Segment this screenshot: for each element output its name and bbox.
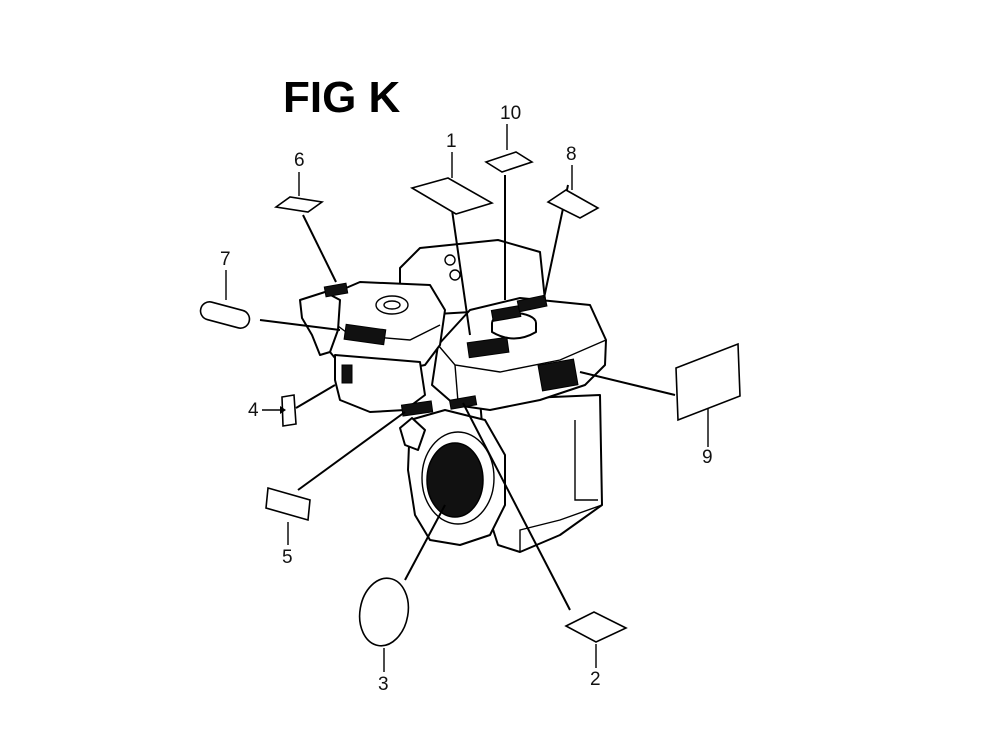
engine-decal-6 [323, 282, 349, 298]
callout-8: 8 [566, 144, 577, 165]
decal-shape-10 [484, 151, 534, 173]
decal-shape-8 [546, 189, 600, 219]
callout-2: 2 [590, 669, 601, 690]
callout-3: 3 [378, 674, 389, 695]
callout-10: 10 [500, 103, 521, 124]
engine-decal-1 [466, 336, 510, 359]
decal-shape-3 [358, 577, 410, 647]
decal-shape-4 [281, 394, 297, 427]
decal-shape-6 [273, 196, 325, 213]
decal-shape-5 [265, 486, 311, 522]
callout-1: 1 [446, 131, 457, 152]
callout-4: 4 [248, 400, 259, 421]
callout-9: 9 [702, 447, 713, 468]
engine-decal-4 [341, 364, 353, 384]
decal-shape-7 [199, 301, 251, 329]
engine-decal-9 [537, 358, 579, 392]
engine-decal-5 [400, 400, 434, 417]
decal-shape-2 [564, 611, 628, 643]
engine-illustration-icon [299, 239, 607, 553]
leader-lines [259, 175, 676, 611]
callout-ticks [225, 124, 709, 672]
engine-decal-2 [448, 395, 478, 410]
callout-numbers: 1 10 8 6 7 4 5 9 3 2 [220, 103, 713, 695]
callout-5: 5 [282, 547, 293, 568]
decal-shape-1 [409, 177, 495, 215]
callout-6: 6 [294, 150, 305, 171]
engine-decal-7 [343, 323, 387, 346]
arrow-icon [262, 406, 286, 414]
figure-title: FIG K [283, 73, 401, 122]
callout-7: 7 [220, 249, 231, 270]
decal-shape-9 [675, 342, 741, 422]
decal-shapes [199, 151, 741, 647]
engine-decal-8 [516, 294, 548, 313]
